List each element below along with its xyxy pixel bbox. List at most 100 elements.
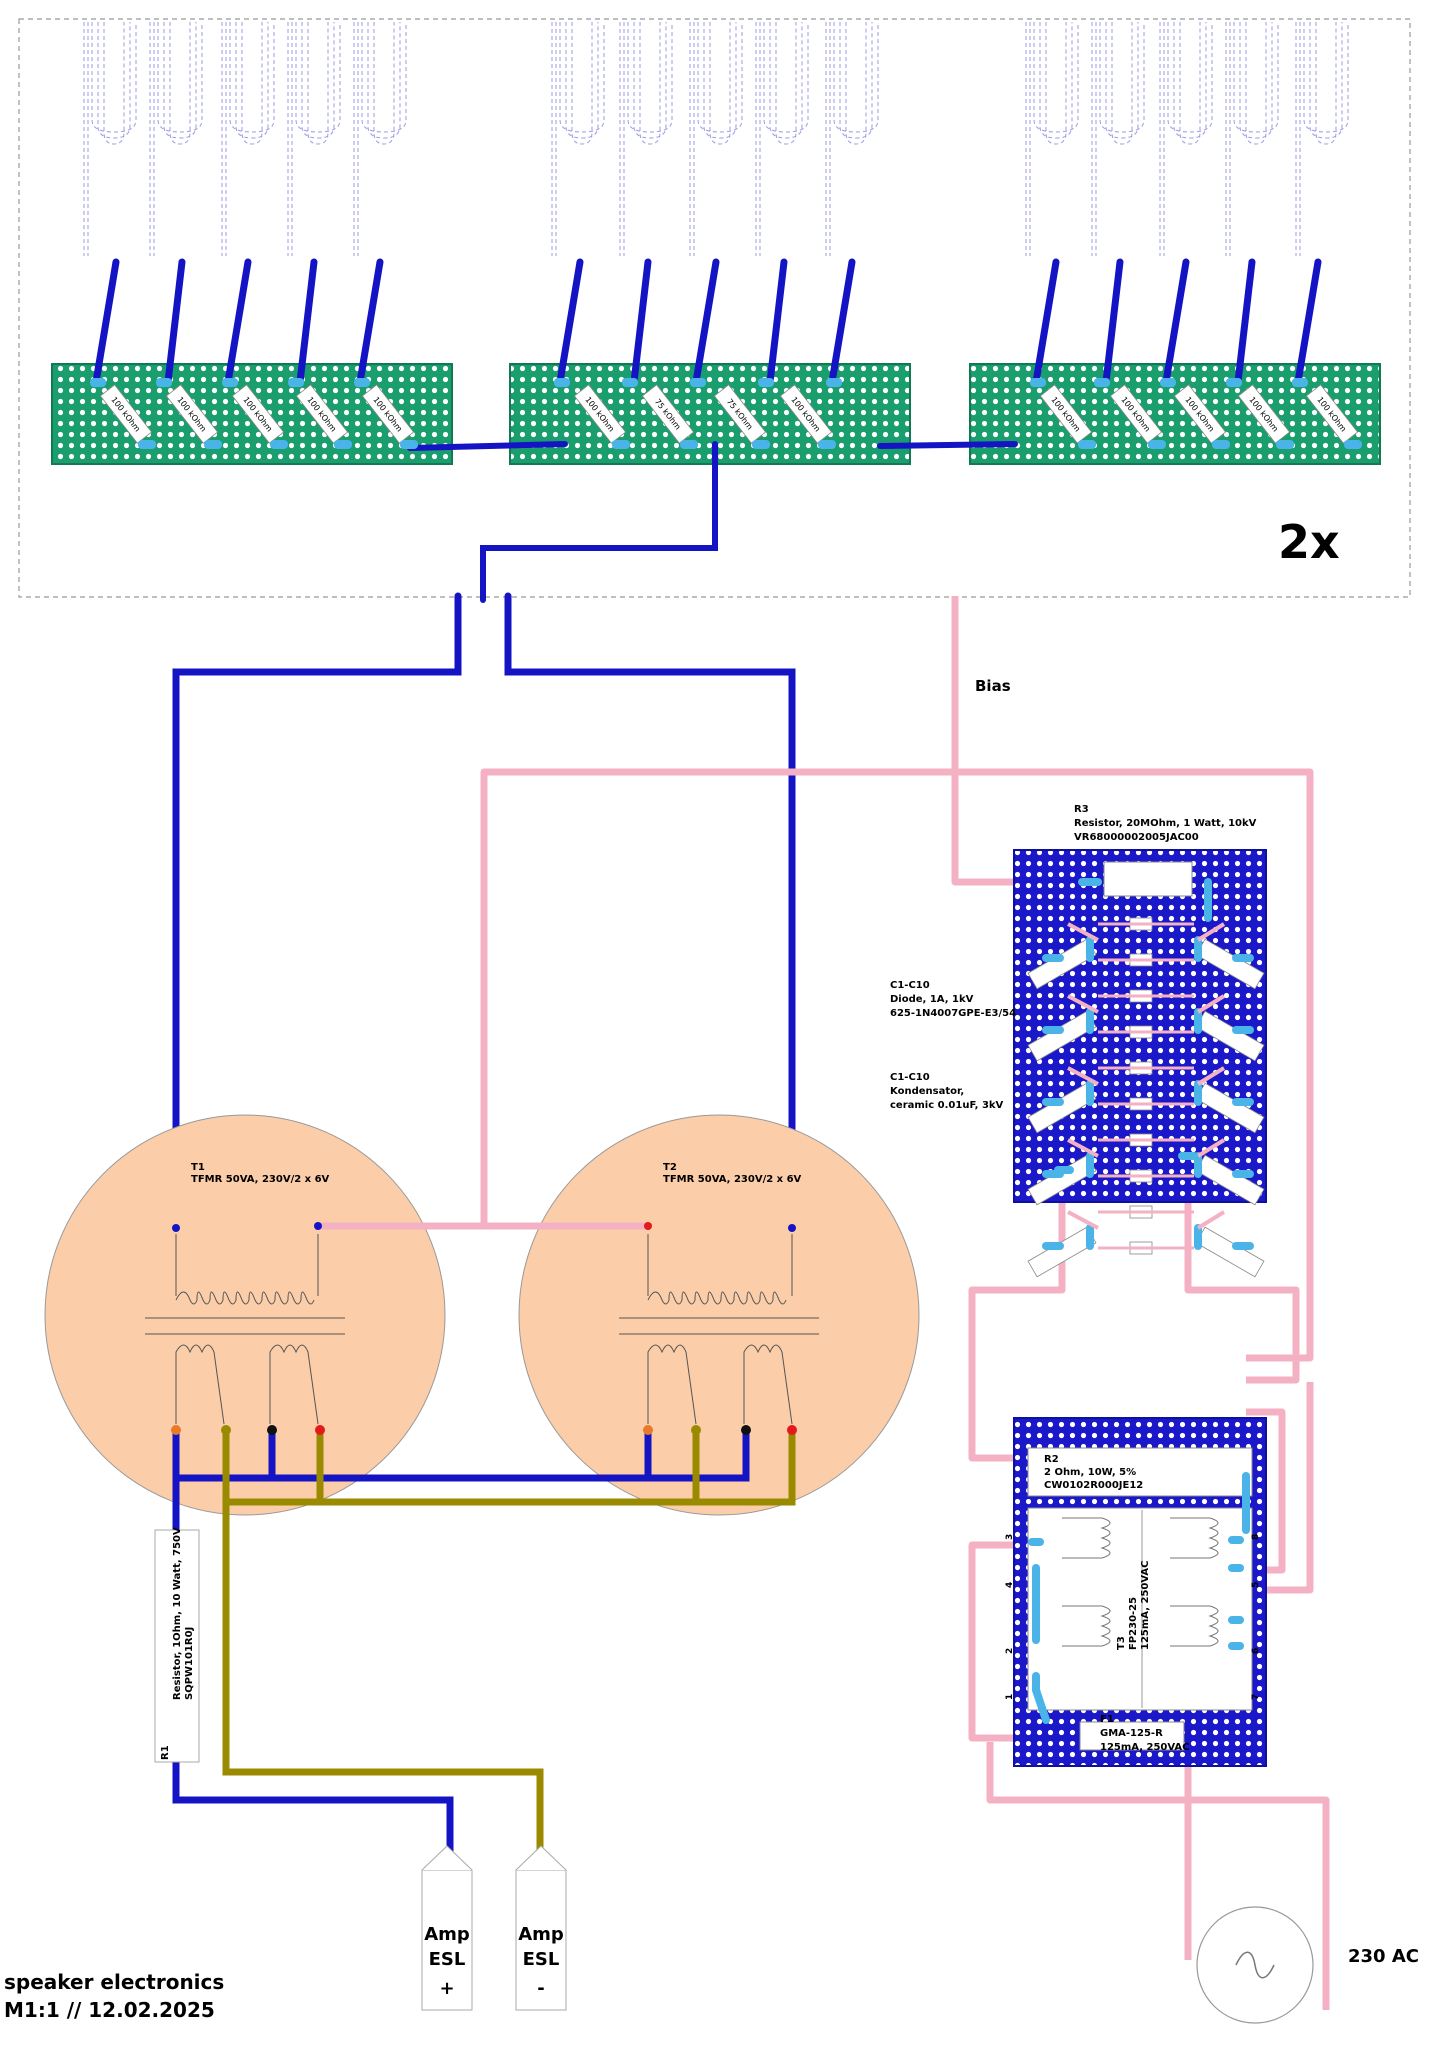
electrode-trace: [559, 22, 605, 133]
electrode-trace: [169, 22, 191, 145]
electrode-trace: [361, 22, 407, 133]
cap-lead: [1196, 1210, 1226, 1230]
electrode-trace: [1105, 22, 1139, 139]
pad: [554, 378, 570, 387]
t3-winding: [1208, 1517, 1219, 1559]
pad: [1344, 440, 1362, 449]
pad: [400, 440, 418, 449]
r2-part: CW0102R000JE12: [1044, 1480, 1143, 1491]
pad: [612, 440, 630, 449]
electrode-trace: [633, 22, 667, 139]
t3-rating: 125mA, 250VAC: [1140, 1560, 1151, 1650]
cap-lead: [1067, 994, 1099, 1014]
r3-ref: R3: [1074, 804, 1089, 815]
pad: [156, 378, 172, 387]
electrode-trace: [241, 22, 263, 145]
electrode-trace: [1111, 22, 1133, 145]
t3-pin-label: 6: [1251, 1648, 1261, 1654]
f1-part: GMA-125-R: [1100, 1728, 1163, 1739]
electrode-trace: [639, 22, 661, 145]
t3-pin-label: 5: [1251, 1582, 1261, 1588]
t1-ref: T1: [191, 1162, 205, 1173]
hv-wire-t2: [504, 592, 796, 1232]
secondary-olive-bus: [222, 1426, 544, 1874]
chip-resistor: 100 kOhm: [1109, 384, 1163, 444]
pad: [1276, 440, 1294, 449]
electrode-trace: [163, 22, 197, 139]
pink-wire-ac: [986, 1742, 1330, 2010]
stator-electrodes: [83, 22, 1349, 256]
pad: [204, 440, 222, 449]
t2-secondary-terminal: [787, 1425, 797, 1435]
electrode-wire: [1032, 258, 1060, 386]
pad: [752, 440, 770, 449]
electrode-trace: [1045, 22, 1067, 145]
primary-winding: [175, 1291, 315, 1305]
primary-winding: [647, 1291, 787, 1305]
cap-lead: [1067, 1066, 1099, 1086]
pad: [354, 378, 370, 387]
t3-winding: [1208, 1605, 1219, 1647]
t2-ref: T2: [663, 1162, 677, 1173]
t3-winding: [1100, 1605, 1111, 1647]
diode-desc: Diode, 1A, 1kV: [890, 994, 974, 1005]
electrode-trace: [1245, 22, 1267, 145]
pad: [1160, 378, 1176, 387]
t1-secondary-terminal: [221, 1425, 231, 1435]
r1-part: SQPW101R0J: [184, 1627, 195, 1700]
electrode-trace: [845, 22, 867, 145]
electrode-wire: [692, 258, 720, 386]
electrode-trace: [295, 22, 341, 133]
electrode-wire: [296, 258, 318, 386]
svg-text:Amp: Amp: [518, 1924, 564, 1945]
pink-loop-wire: [480, 768, 1314, 1362]
t3-pin-label: 3: [1005, 1534, 1015, 1540]
electrode-trace: [709, 22, 731, 145]
electrode-trace: [1309, 22, 1343, 139]
secondary-winding: [743, 1344, 793, 1425]
t2-primary-terminal: [788, 1224, 796, 1232]
resistor-r1: [154, 1529, 200, 1763]
electrode-trace: [1099, 22, 1145, 133]
cap-lead: [1196, 1138, 1226, 1158]
resistor-r2: [1027, 1447, 1253, 1497]
pad: [334, 440, 352, 449]
electrode-trace: [229, 22, 275, 133]
pad: [1148, 440, 1166, 449]
electrode-wire: [224, 258, 252, 386]
t1-secondary-terminal: [171, 1425, 181, 1435]
r1-desc: Resistor, 1Ohm, 10 Watt, 750V: [172, 1527, 183, 1700]
t3-pin-label: 4: [1005, 1582, 1015, 1588]
electrode-trace: [307, 22, 329, 145]
amp-esl-minus-connector: Amp ESL -: [515, 1845, 567, 2011]
electrode-wire: [164, 258, 186, 386]
svg-text:ESL: ESL: [429, 1949, 466, 1970]
secondary-winding: [175, 1344, 225, 1425]
pad: [622, 378, 638, 387]
t1-primary-terminal: [172, 1224, 180, 1232]
capacitor-chip: [1195, 1226, 1265, 1278]
pad: [222, 378, 238, 387]
electrode-trace: [1179, 22, 1201, 145]
electrode-trace: [301, 22, 335, 139]
transformer-t3: [1027, 1507, 1253, 1711]
pad: [1030, 378, 1046, 387]
amp-esl-plus-connector: Amp ESL +: [421, 1845, 473, 2011]
electrode-trace: [1233, 22, 1279, 133]
t2-secondary-terminal: [691, 1425, 701, 1435]
pad: [758, 378, 774, 387]
svg-text:Amp: Amp: [424, 1924, 470, 1945]
bus-wire-down: [480, 441, 718, 603]
resistor-board-2: [509, 363, 911, 465]
svg-text:ESL: ESL: [523, 1949, 560, 1970]
bus-wire: [877, 441, 1018, 449]
hv-wire-t1: [172, 592, 462, 1232]
t2-secondary-terminal: [741, 1425, 751, 1435]
electrode-trace: [1303, 22, 1349, 133]
t1-primary-terminal: [314, 1222, 322, 1230]
electrode-trace: [627, 22, 673, 133]
r1-ref: R1: [160, 1745, 171, 1760]
ac-label: 230 AC: [1348, 1946, 1419, 1967]
pad: [270, 440, 288, 449]
